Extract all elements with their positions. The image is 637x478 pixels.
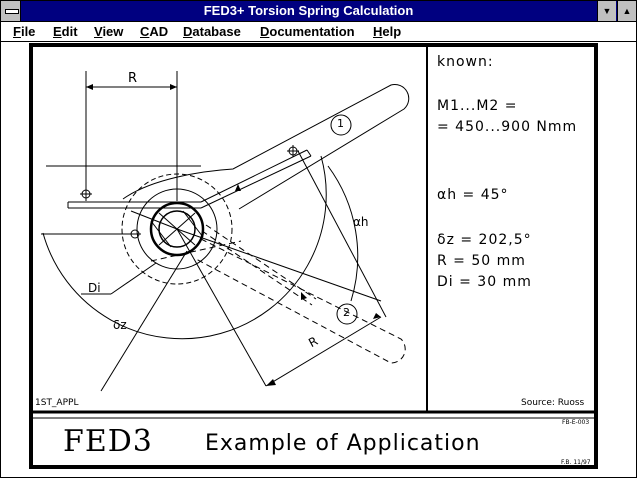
- known-di: Di = 30 mm: [437, 274, 532, 290]
- alpha-h-label: αh: [353, 215, 369, 229]
- dimension-lines: [41, 71, 387, 392]
- pin-markers: [80, 145, 299, 239]
- callout-circle-one: [330, 114, 352, 136]
- minimize-button[interactable]: ▼: [597, 1, 616, 21]
- known-header: known:: [437, 54, 494, 70]
- known-r: R = 50 mm: [437, 253, 526, 269]
- technical-drawing: [29, 43, 598, 469]
- source-label: Source: Ruoss: [521, 398, 585, 408]
- system-menu-icon: [5, 9, 19, 14]
- sheet-name: 1ST_APPL: [35, 398, 79, 408]
- maximize-button[interactable]: ▲: [617, 1, 636, 21]
- known-delta: δz = 202,5°: [437, 232, 532, 248]
- r-dimension-label-top: R: [128, 71, 138, 86]
- known-moment-label: M1...M2 =: [437, 98, 518, 114]
- fed3-logo: FED3: [63, 424, 153, 459]
- menu-view[interactable]: View: [94, 24, 124, 39]
- callout-one-label: 1: [337, 117, 344, 130]
- menu-documentation[interactable]: Documentation: [260, 24, 355, 39]
- alpha-h-arc: [327, 165, 359, 302]
- menu-bar: File Edit View CAD Database Documentatio…: [1, 22, 636, 42]
- delta-z-arc: [42, 155, 327, 340]
- delta-z-label: δz: [113, 318, 127, 332]
- menu-file[interactable]: File: [13, 24, 36, 39]
- spring-coil: [121, 173, 233, 285]
- menu-edit[interactable]: Edit: [53, 24, 78, 39]
- callout-circle-two: [336, 303, 358, 325]
- menu-cad[interactable]: CAD: [140, 24, 169, 39]
- title-bar: FED3+ Torsion Spring Calculation ▼ ▲: [1, 1, 636, 22]
- footer-caption: Example of Application: [205, 431, 481, 456]
- menu-database[interactable]: Database: [183, 24, 241, 39]
- cad-drawing-area[interactable]: R 1 2 αh Di δz R 1ST_APPL Source: Ruoss …: [1, 42, 636, 477]
- window-title: FED3+ Torsion Spring Calculation: [203, 3, 414, 18]
- callout-two-label: 2: [343, 306, 350, 319]
- lower-lever-arm: [150, 224, 406, 364]
- system-menu-button[interactable]: [1, 1, 21, 21]
- drawing-code-top: FB-E-003: [562, 419, 590, 426]
- known-alpha: αh = 45°: [437, 187, 509, 203]
- di-label: Di: [88, 281, 101, 295]
- known-moment-value: = 450...900 Nmm: [437, 119, 578, 135]
- drawing-frame: [29, 43, 598, 469]
- arrowheads: [86, 84, 381, 386]
- menu-help[interactable]: Help: [373, 24, 402, 39]
- drawing-code-bottom: F.B. 11/97: [561, 459, 591, 466]
